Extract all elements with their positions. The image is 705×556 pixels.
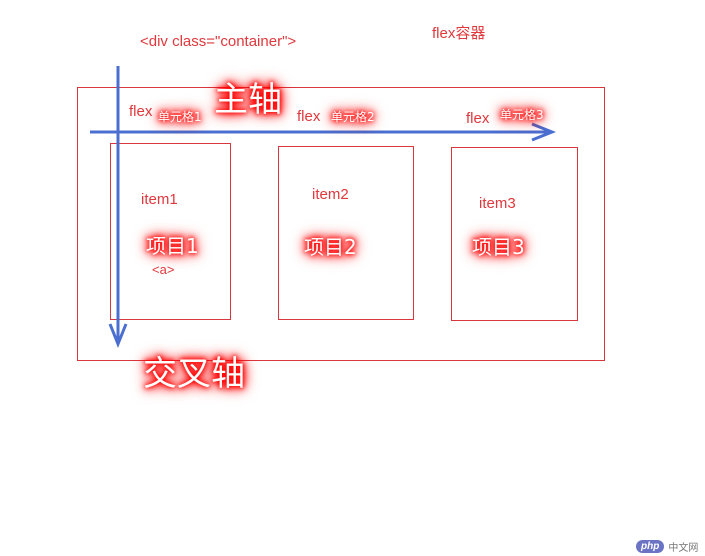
cell-flex-label-2: flex [297,108,321,125]
cell-label-2: 单元格2 [331,110,375,124]
site-watermark: php 中文网 [636,539,698,554]
cell-label-1: 单元格1 [158,110,202,124]
main-axis-label: 主轴 [214,80,282,120]
item-name-1: item1 [141,191,178,208]
item-box-1 [110,143,231,320]
item-name-3: item3 [479,195,516,212]
flex-container-label: flex容器 [432,25,486,42]
cell-flex-label-1: flex [129,103,153,120]
item-name-2: item2 [312,186,349,203]
container-code-label: <div class="container"> [140,33,297,50]
item-cn-name-3: 项目3 [472,235,525,259]
main-axis-arrow [90,122,557,142]
item-cn-name-2: 项目2 [304,235,357,259]
cross-axis-label: 交叉轴 [143,354,245,394]
site-name: 中文网 [668,543,699,554]
cell-label-3: 单元格3 [500,108,544,122]
php-badge: php [636,540,665,553]
flex-container-box [77,87,605,361]
item-box-2 [278,146,414,320]
item-tag-1: <a> [152,262,175,277]
item-cn-name-1: 项目1 [146,234,199,258]
cross-axis-arrow [108,66,128,349]
cell-flex-label-3: flex [466,110,490,127]
item-box-3 [451,147,578,321]
